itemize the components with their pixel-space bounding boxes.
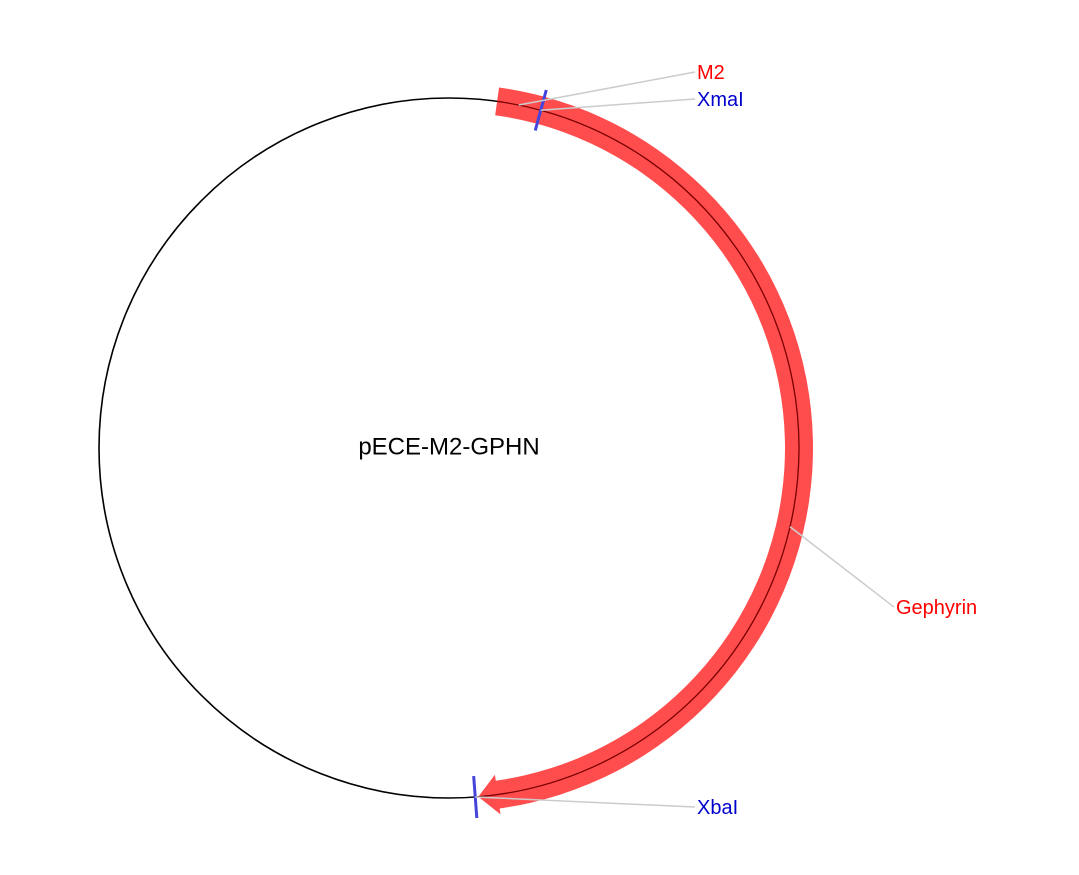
feature-gephyrin[interactable]	[478, 96, 813, 815]
feature-label-m2[interactable]: M2	[697, 62, 725, 84]
leader-line	[540, 98, 696, 111]
leader-lines	[475, 71, 895, 808]
leader-line	[789, 526, 895, 608]
feature-label-gephyrin[interactable]: Gephyrin	[896, 597, 977, 619]
site-label-xbai[interactable]: XbaI	[697, 797, 738, 819]
leader-line	[518, 71, 696, 106]
leader-line	[475, 796, 696, 808]
features-layer	[478, 87, 813, 815]
plasmid-name: pECE-M2-GPHN	[358, 433, 539, 460]
site-label-xmai[interactable]: XmaI	[697, 89, 744, 111]
